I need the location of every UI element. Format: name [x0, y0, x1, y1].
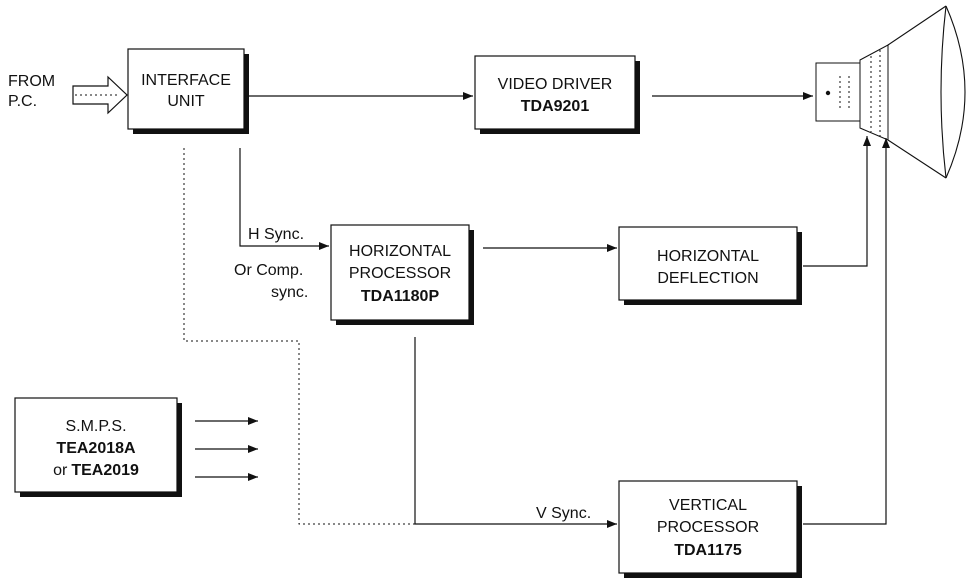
crt-funnel	[887, 5, 947, 179]
horizontal-deflection-line2: DEFLECTION	[657, 270, 758, 287]
horizontal-deflection-block[interactable]: HORIZONTAL DEFLECTION	[618, 226, 802, 305]
video-driver-part: TDA9201	[521, 98, 590, 115]
smps-part1: TEA2018A	[56, 440, 136, 457]
h-sync-label: H Sync.	[248, 226, 304, 243]
from-pc-label-2: P.C.	[8, 93, 37, 110]
crt-neck	[815, 62, 861, 122]
vertical-processor-line1: VERTICAL	[669, 497, 747, 514]
hsync-line	[239, 148, 329, 250]
horizontal-processor-block[interactable]: HORIZONTAL PROCESSOR TDA1180P	[330, 224, 474, 325]
interface-unit-line1: INTERFACE	[141, 72, 231, 89]
input-hollow-arrow	[72, 75, 128, 115]
from-pc-label: FROM	[8, 73, 55, 90]
vsync-line	[414, 337, 617, 528]
vertical-processor-line2: PROCESSOR	[657, 519, 759, 536]
video-driver-block[interactable]: VIDEO DRIVER TDA9201	[474, 55, 640, 134]
horizontal-processor-line2: PROCESSOR	[349, 265, 451, 282]
interface-unit-line2: UNIT	[167, 93, 205, 110]
or-comp-label: Or Comp.	[234, 262, 303, 279]
crt-monitor	[815, 5, 966, 179]
horizontal-processor-part: TDA1180P	[361, 288, 440, 305]
crt-yoke	[859, 44, 889, 141]
video-driver-label: VIDEO DRIVER	[498, 76, 613, 93]
interface-unit-block[interactable]: INTERFACE UNIT	[127, 48, 249, 134]
smps-label: S.M.P.S.	[65, 418, 126, 435]
v-sync-label: V Sync.	[536, 505, 591, 522]
interface-to-smps-dotted-line	[183, 148, 415, 525]
sync-label: sync.	[271, 284, 308, 301]
vertical-processor-block[interactable]: VERTICAL PROCESSOR TDA1175	[618, 480, 802, 578]
hdefl-to-yoke-arrow	[803, 136, 871, 267]
vertical-processor-part: TDA1175	[674, 542, 742, 559]
crt-screen	[945, 5, 966, 179]
horizontal-deflection-line1: HORIZONTAL	[657, 248, 759, 265]
vproc-to-yoke-arrow	[803, 138, 890, 525]
horizontal-processor-line1: HORIZONTAL	[349, 243, 451, 260]
